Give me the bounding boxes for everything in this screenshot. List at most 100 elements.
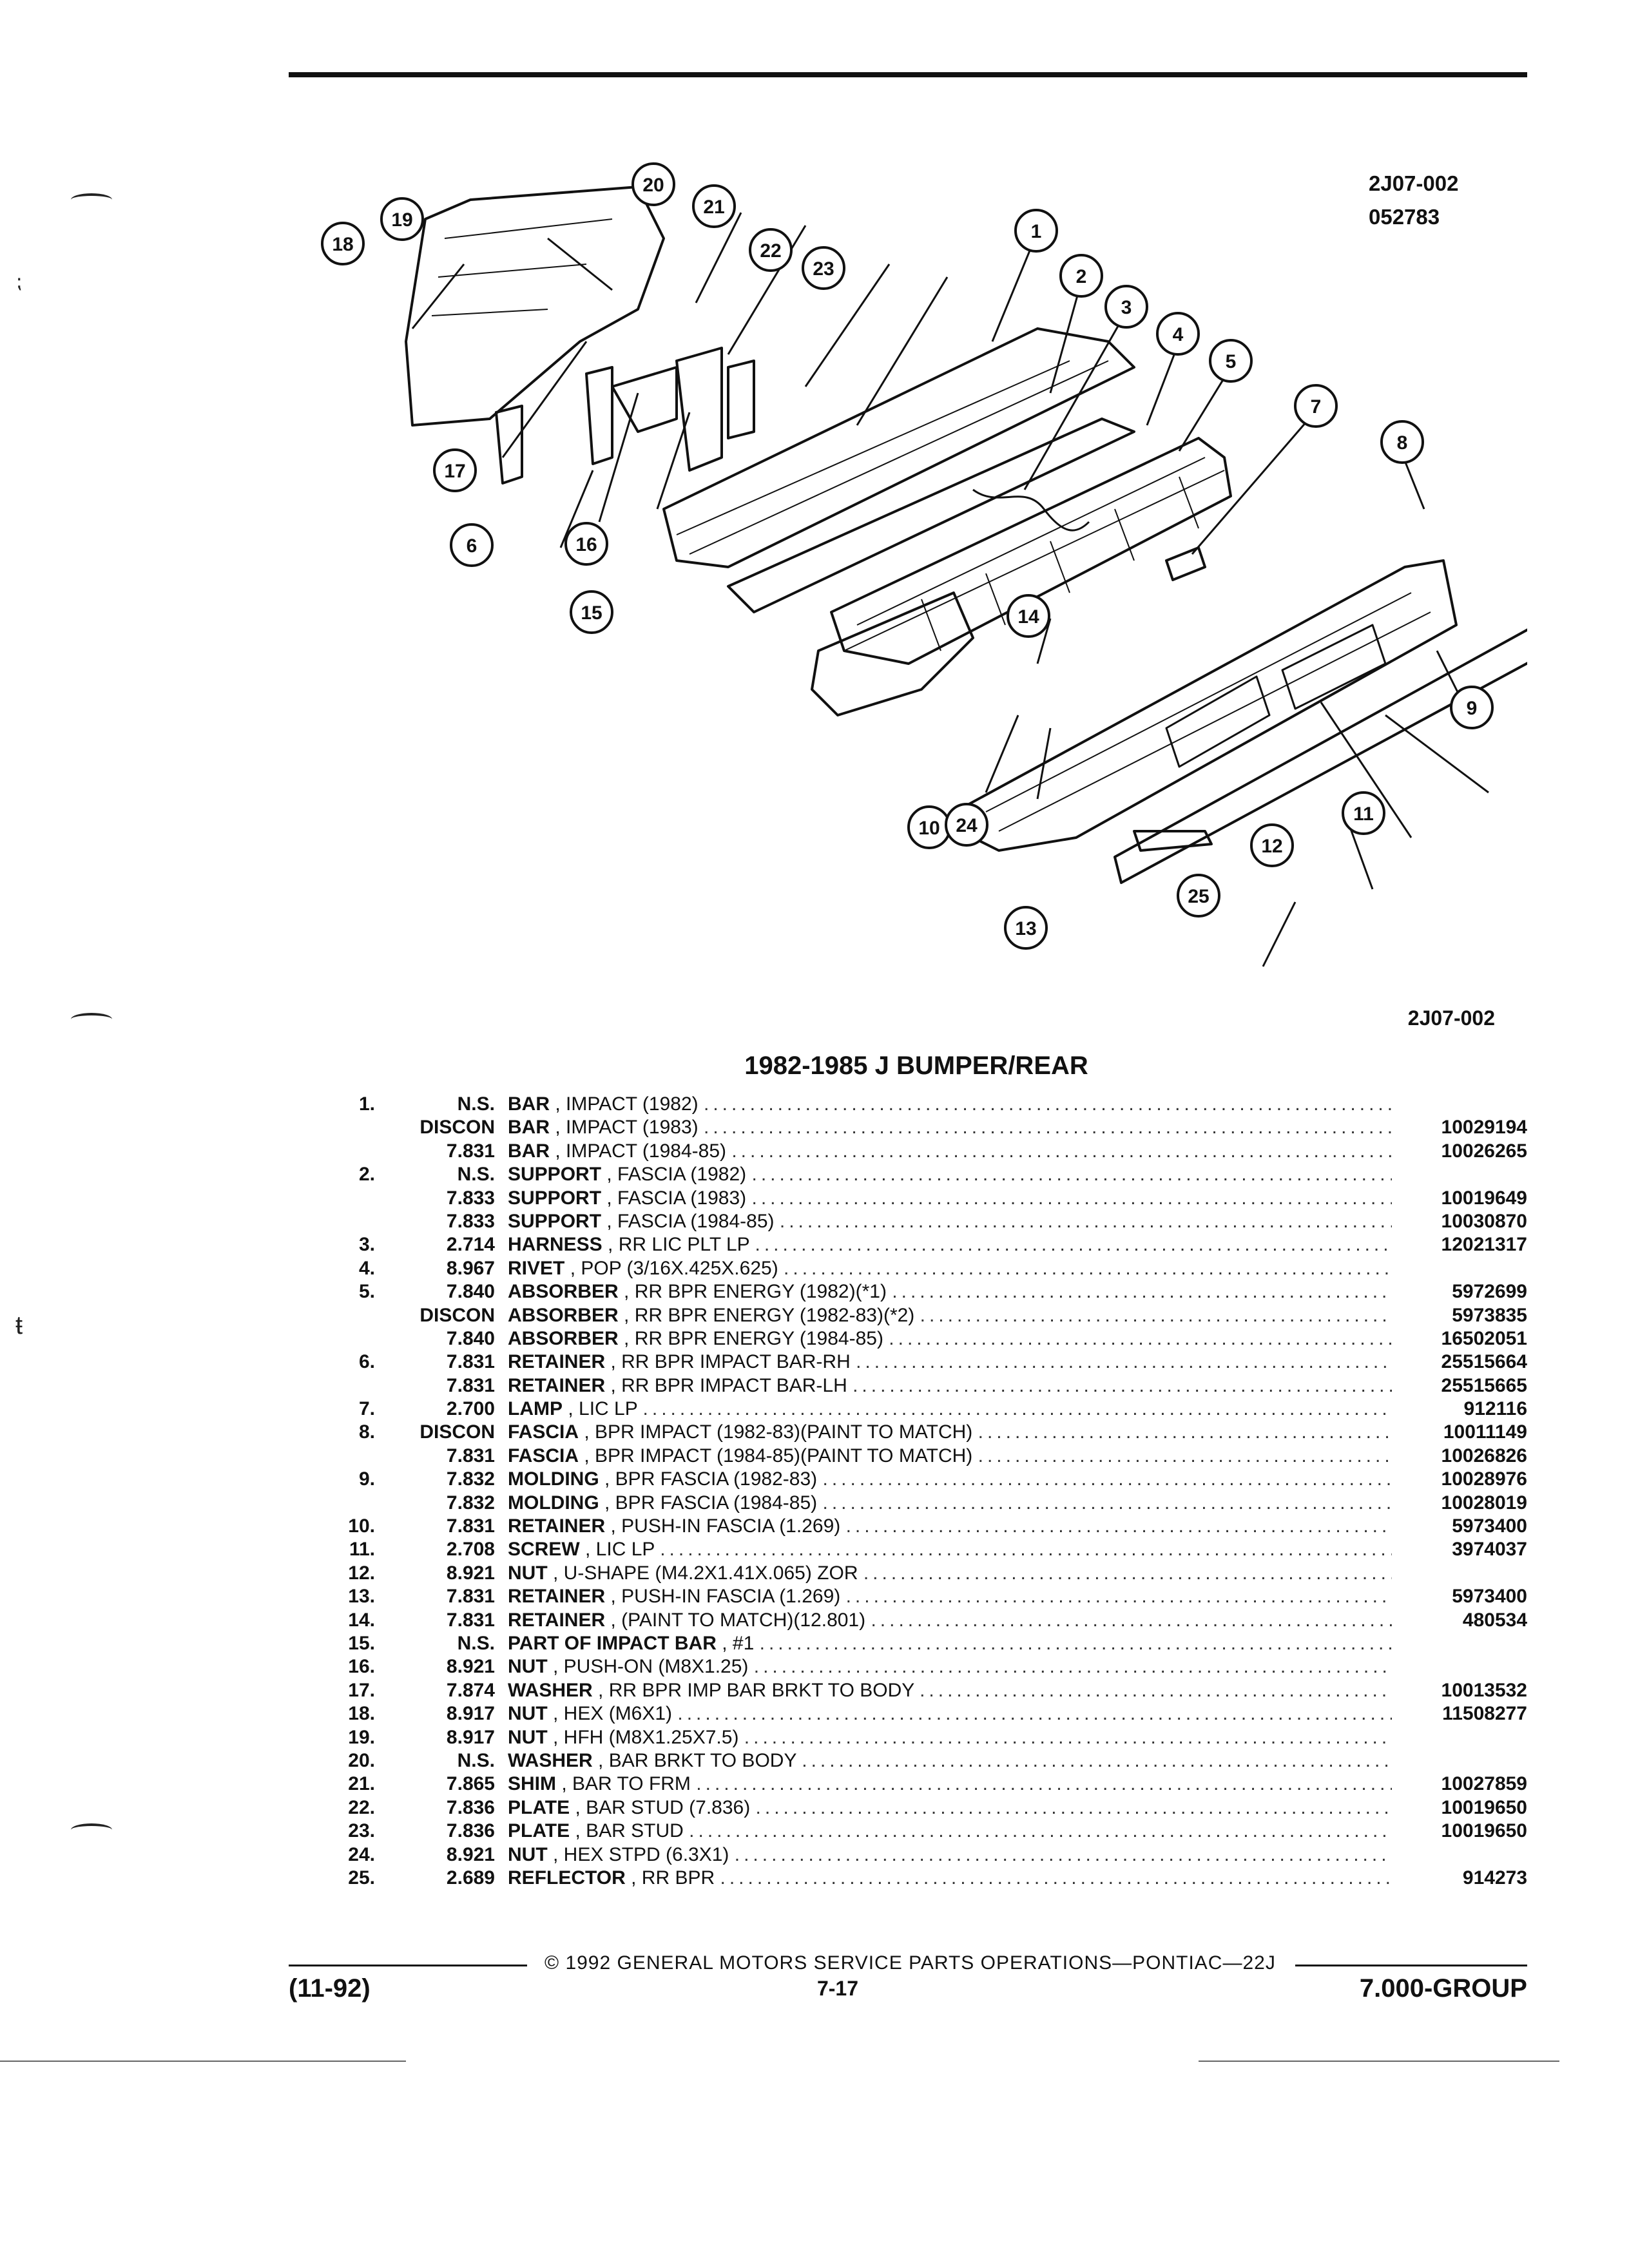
group-number: 7.840 — [446, 1281, 495, 1303]
group-number: 8.921 — [446, 1843, 495, 1865]
part-detail: , HFH (M8X1.25X7.5) — [553, 1726, 739, 1748]
part-description: SHIM , BAR TO FRM ......................… — [508, 1773, 1392, 1796]
group-number: 7.865 — [446, 1773, 495, 1795]
part-detail: , U-SHAPE (M4.2X1.41X.065) ZOR — [553, 1562, 858, 1584]
part-number: 912116 — [1463, 1398, 1527, 1420]
diagram-ref-bottom: 2J07-002 — [1407, 1006, 1495, 1030]
item-number: 15. — [348, 1632, 375, 1654]
dot-leader: ........................................… — [759, 1632, 1392, 1654]
svg-text:16: 16 — [575, 534, 597, 555]
dot-leader: ........................................… — [642, 1398, 1392, 1420]
dot-leader: ........................................… — [703, 1117, 1392, 1139]
part-name: HARNESS — [508, 1234, 602, 1256]
dot-leader: ........................................… — [734, 1843, 1392, 1865]
part-name: BAR — [508, 1140, 550, 1162]
part-description: NUT , HEX STPD (6.3X1) .................… — [508, 1843, 1392, 1867]
group-number: 7.831 — [446, 1445, 495, 1466]
part-name: RETAINER — [508, 1374, 606, 1396]
part-detail: , FASCIA (1983) — [606, 1187, 747, 1209]
part-description: FASCIA , BPR IMPACT (1984-85)(PAINT TO M… — [508, 1445, 1392, 1468]
parts-row: 15.N.S.PART OF IMPACT BAR , #1 .........… — [329, 1632, 1527, 1655]
part-name: PLATE — [508, 1796, 570, 1818]
part-description: BAR , IMPACT (1982) ....................… — [508, 1093, 1392, 1116]
item-number: 23. — [348, 1820, 375, 1842]
group-number: 8.917 — [446, 1703, 495, 1725]
part-detail: , BPR FASCIA (1982-83) — [604, 1468, 818, 1490]
part-number: 10030870 — [1441, 1210, 1527, 1232]
part-name: LAMP — [508, 1398, 563, 1420]
part-detail: , BPR IMPACT (1982-83)(PAINT TO MATCH) — [584, 1421, 973, 1443]
part-name: NUT — [508, 1562, 548, 1584]
part-detail: , HEX STPD (6.3X1) — [553, 1843, 729, 1865]
part-name: SUPPORT — [508, 1187, 602, 1209]
part-name: REFLECTOR — [508, 1867, 626, 1888]
item-number: 13. — [348, 1586, 375, 1608]
item-number: 8. — [358, 1421, 375, 1443]
group-number: 2.689 — [446, 1867, 495, 1888]
part-description: FASCIA , BPR IMPACT (1982-83)(PAINT TO M… — [508, 1421, 1392, 1444]
dot-leader: ........................................… — [677, 1703, 1392, 1725]
svg-text:20: 20 — [642, 175, 664, 196]
header-rule — [289, 72, 1527, 77]
part-name: ABSORBER — [508, 1281, 619, 1303]
part-number: 10019650 — [1441, 1796, 1527, 1818]
group-number: N.S. — [457, 1749, 495, 1771]
item-number: 18. — [348, 1703, 375, 1725]
dot-leader: ........................................… — [978, 1421, 1392, 1443]
part-description: RIVET , POP (3/16X.425X.625) ...........… — [508, 1257, 1392, 1280]
part-description: MOLDING , BPR FASCIA (1984-85) .........… — [508, 1492, 1392, 1515]
part-number: 10028019 — [1441, 1492, 1527, 1514]
group-number: 2.714 — [446, 1234, 495, 1256]
part-name: MOLDING — [508, 1468, 599, 1490]
part-detail: , RR LIC PLT LP — [608, 1234, 750, 1256]
svg-text:10: 10 — [918, 818, 940, 839]
dot-leader: ........................................… — [845, 1586, 1392, 1608]
dot-leader: ........................................… — [822, 1492, 1393, 1514]
svg-text:1: 1 — [1031, 221, 1042, 242]
parts-row: 20.N.S.WASHER , BAR BRKT TO BODY .......… — [329, 1749, 1527, 1773]
part-description: NUT , PUSH-ON (M8X1.25) ................… — [508, 1655, 1392, 1678]
svg-text:11: 11 — [1353, 803, 1374, 825]
item-number: 25. — [348, 1867, 375, 1888]
dot-leader: ........................................… — [920, 1679, 1392, 1701]
part-name: FASCIA — [508, 1421, 579, 1443]
part-detail: , BAR BRKT TO BODY — [598, 1749, 796, 1771]
part-number: 16502051 — [1441, 1327, 1527, 1349]
part-number: 914273 — [1462, 1867, 1527, 1888]
dot-leader: ........................................… — [871, 1609, 1392, 1631]
group-number: 7.833 — [446, 1187, 495, 1209]
group-number: 7.832 — [446, 1492, 495, 1514]
part-description: RETAINER , RR BPR IMPACT BAR-LH ........… — [508, 1374, 1392, 1398]
item-number: 12. — [348, 1562, 375, 1584]
group-number: 8.917 — [446, 1726, 495, 1748]
dot-leader: ........................................… — [755, 1796, 1392, 1818]
parts-row: 21. 7.865 SHIM , BAR TO FRM ..............… — [329, 1773, 1527, 1796]
item-number: 21. — [348, 1773, 375, 1795]
part-name: SUPPORT — [508, 1164, 602, 1186]
dot-leader: ........................................… — [753, 1656, 1392, 1678]
group-number: N.S. — [457, 1632, 495, 1654]
svg-text:25: 25 — [1188, 886, 1209, 907]
part-name: RETAINER — [508, 1515, 606, 1537]
dot-leader: ........................................… — [720, 1867, 1392, 1888]
part-name: WASHER — [508, 1679, 593, 1701]
part-name: RIVET — [508, 1257, 565, 1279]
dot-leader: ........................................… — [978, 1445, 1392, 1466]
part-detail: , BAR STUD — [575, 1820, 684, 1842]
part-number: 10011149 — [1443, 1421, 1527, 1443]
item-number: 9. — [358, 1468, 375, 1490]
part-number: 10019650 — [1441, 1820, 1527, 1842]
part-detail: , BPR FASCIA (1984-85) — [604, 1492, 818, 1514]
dot-leader: ........................................… — [856, 1351, 1392, 1373]
